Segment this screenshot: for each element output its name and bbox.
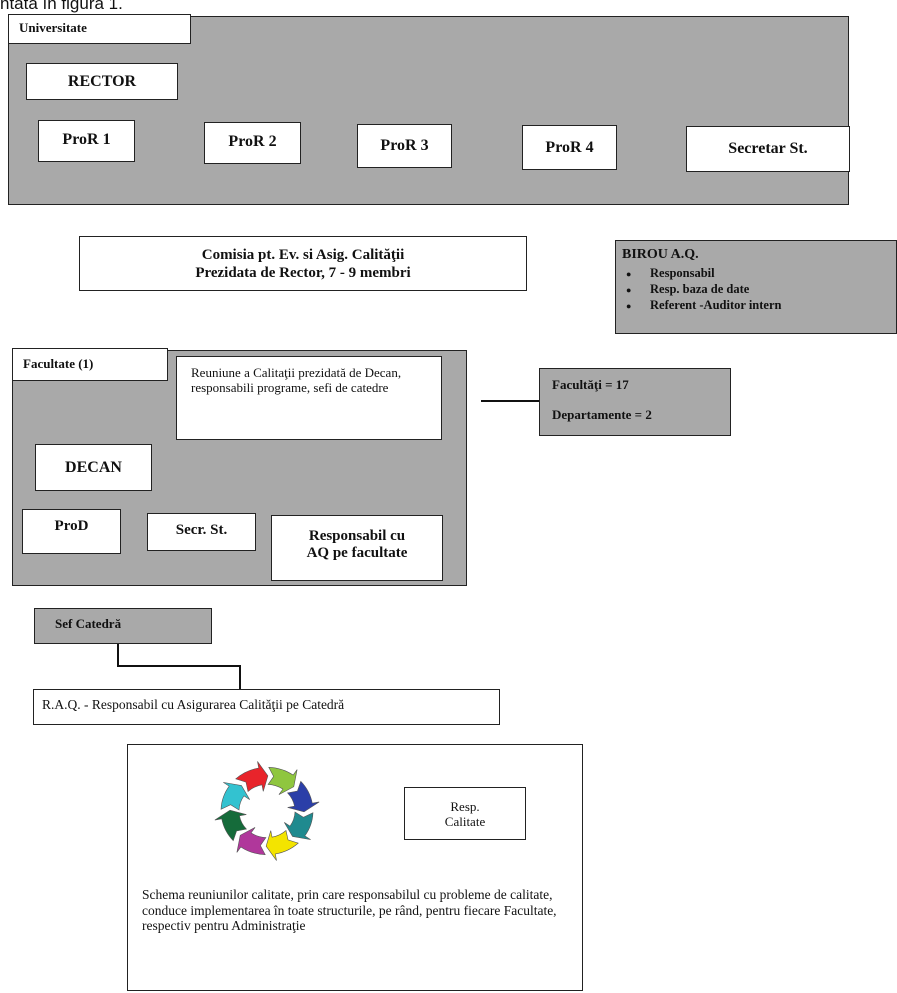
cycle-description: Schema reuniunilor calitate, prin care r…	[142, 887, 557, 933]
resp-calitate-line-1: Resp.	[450, 798, 480, 814]
university-panel	[8, 16, 849, 205]
prorector-4-box: ProR 4	[522, 125, 617, 170]
secretary-box: Secretar St.	[686, 126, 850, 172]
birou-aq-item: Responsabil	[626, 265, 890, 282]
counts-box: Facultăţi = 17 Departamente = 2	[539, 368, 731, 436]
dean-box: DECAN	[35, 444, 152, 491]
chair-connector-v1	[117, 644, 119, 666]
chair-label: Sef Catedră	[55, 616, 122, 631]
cycle-arrows	[214, 761, 320, 861]
faculties-count: Facultăţi = 17	[552, 377, 629, 392]
cycle-arrow	[220, 782, 250, 811]
commission-line-2: Prezidata de Rector, 7 - 9 membri	[195, 264, 411, 281]
quality-cycle-box: Resp. Calitate Schema reuniunilor calita…	[127, 744, 583, 991]
chair-connector-v2	[239, 665, 241, 689]
faculty-label-box: Facultate (1)	[12, 348, 168, 381]
raq-box: R.A.Q. - Responsabil cu Asigurarea Calit…	[33, 689, 500, 725]
prorector-3-box: ProR 3	[357, 124, 452, 168]
resp-calitate-line-2: Calitate	[444, 813, 486, 829]
cycle-arrow	[286, 780, 320, 813]
cycle-arrow	[284, 811, 314, 840]
birou-aq-box: BIROU A.Q. Responsabil Resp. baza de dat…	[615, 240, 897, 334]
cycle-arrow	[214, 809, 248, 842]
faculty-counts-connector	[481, 400, 539, 402]
cycle-diagram	[214, 761, 320, 861]
chair-box: Sef Catedră	[34, 608, 212, 644]
cycle-arrow	[265, 829, 299, 861]
chair-connector-h	[117, 665, 241, 667]
faculty-aq-line-1: Responsabil cu	[308, 528, 406, 544]
birou-aq-title: BIROU A.Q.	[622, 247, 699, 262]
faculty-meeting-box: Reuniune a Calitaţii prezidată de Decan,…	[176, 356, 442, 440]
prorector-2-box: ProR 2	[204, 122, 301, 164]
faculty-aq-line-2: AQ pe facultate	[306, 545, 408, 561]
raq-label: R.A.Q. - Responsabil cu Asigurarea Calit…	[42, 697, 345, 712]
faculty-secretary-box: Secr. St.	[147, 513, 256, 551]
prodean-box: ProD	[22, 509, 121, 554]
cycle-arrow	[236, 827, 267, 855]
departments-count: Departamente = 2	[552, 407, 652, 422]
resp-calitate-box: Resp. Calitate	[404, 787, 526, 840]
cycle-arrow	[267, 767, 298, 795]
faculty-label: Facultate (1)	[23, 356, 94, 371]
commission-line-1: Comisia pt. Ev. si Asig. Calităţii	[201, 246, 405, 263]
birou-aq-list: Responsabil Resp. baza de date Referent …	[622, 265, 890, 314]
university-label: Universitate	[19, 20, 87, 35]
birou-aq-item: Referent -Auditor intern	[626, 297, 890, 314]
prorector-1-box: ProR 1	[38, 120, 135, 162]
header-fragment: ntată în figura 1.	[0, 0, 123, 13]
cycle-arrow	[235, 761, 269, 793]
birou-aq-item: Resp. baza de date	[626, 281, 890, 298]
rector-box: RECTOR	[26, 63, 178, 100]
university-label-box: Universitate	[8, 14, 191, 44]
faculty-aq-box: Responsabil cu AQ pe facultate	[271, 515, 443, 581]
faculty-meeting-text: Reuniune a Calitaţii prezidată de Decan,…	[191, 365, 402, 395]
commission-box: Comisia pt. Ev. si Asig. Calităţii Prezi…	[79, 236, 527, 291]
